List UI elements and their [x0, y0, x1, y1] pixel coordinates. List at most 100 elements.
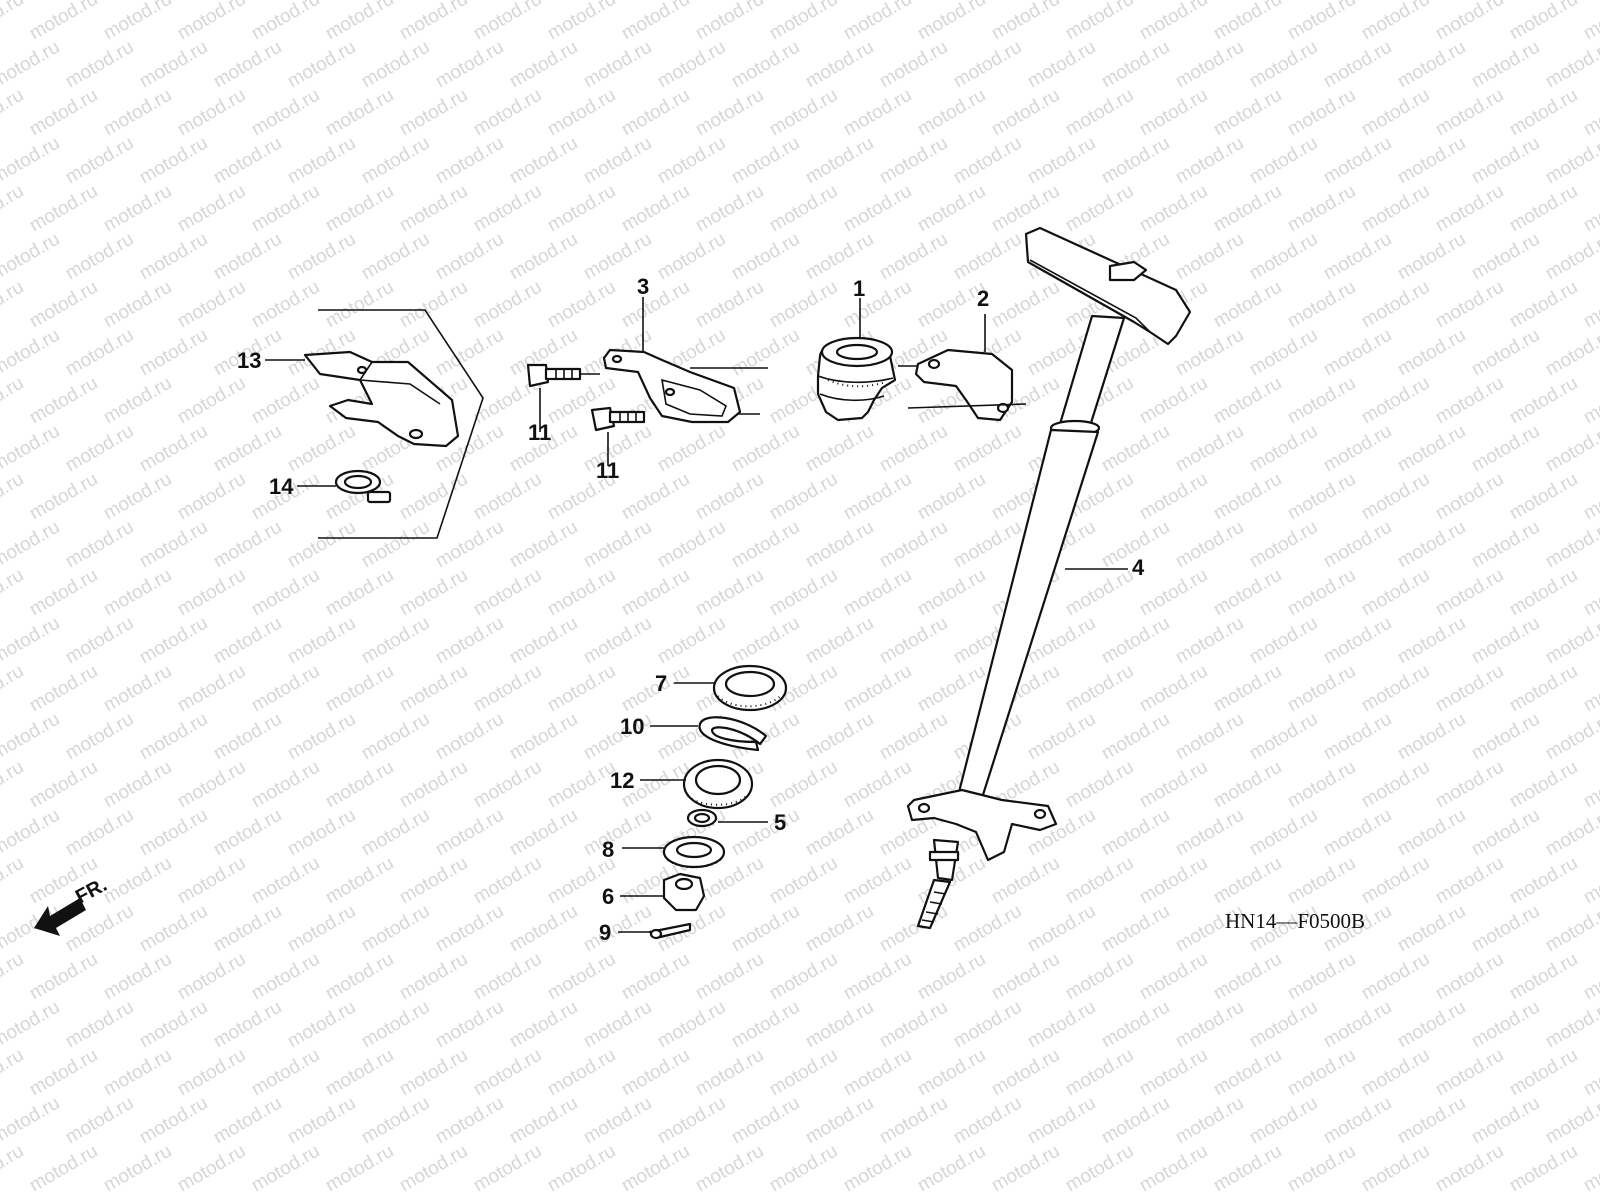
watermark-text: motod.ru [62, 1093, 137, 1149]
watermark-text: motod.ru [1098, 613, 1173, 669]
watermark-text: motod.ru [914, 469, 989, 525]
watermark-text: motod.ru [100, 0, 175, 44]
watermark-text: motod.ru [62, 421, 137, 477]
watermark-text: motod.ru [248, 373, 323, 429]
watermark-text: motod.ru [136, 709, 211, 765]
watermark-text: motod.ru [432, 229, 507, 285]
watermark-text: motod.ru [358, 1093, 433, 1149]
watermark-text: motod.ru [1098, 37, 1173, 93]
watermark-text: motod.ru [1024, 1093, 1099, 1149]
part-6-nut [662, 872, 706, 912]
watermark-text: motod.ru [728, 901, 803, 957]
watermark-text: motod.ru [1432, 373, 1507, 429]
watermark-text: motod.ru [1284, 277, 1359, 333]
watermark-text: motod.ru [174, 565, 249, 621]
watermark-text: motod.ru [654, 37, 729, 93]
watermark-text: motod.ru [692, 949, 767, 1005]
watermark-text: motod.ru [728, 421, 803, 477]
watermark-text: motod.ru [618, 277, 693, 333]
part-7-seal [712, 664, 788, 712]
watermark-text: motod.ru [0, 37, 63, 93]
watermark-text: motod.ru [1210, 661, 1285, 717]
watermark-text: motod.ru [1394, 229, 1469, 285]
watermark-text: motod.ru [210, 709, 285, 765]
watermark-text: motod.ru [654, 229, 729, 285]
watermark-text: motod.ru [544, 1141, 619, 1197]
watermark-text: motod.ru [1246, 805, 1321, 861]
watermark-text: motod.ru [914, 1141, 989, 1197]
watermark-text: motod.ru [1172, 517, 1247, 573]
watermark-text: motod.ru [284, 421, 359, 477]
watermark-text: motod.ru [766, 853, 841, 909]
part-4-steering-shaft [906, 226, 1192, 930]
watermark-text: motod.ru [1136, 181, 1211, 237]
watermark-text: motod.ru [766, 1045, 841, 1101]
watermark-text: motod.ru [248, 1141, 323, 1197]
part-12-bearing [682, 758, 754, 810]
watermark-text: motod.ru [1580, 949, 1600, 1005]
watermark-text: motod.ru [692, 1141, 767, 1197]
watermark-text: motod.ru [174, 277, 249, 333]
watermark-text: motod.ru [1542, 997, 1600, 1053]
watermark-text: motod.ru [1320, 997, 1395, 1053]
watermark-text: motod.ru [1284, 469, 1359, 525]
watermark-text: motod.ru [248, 0, 323, 44]
watermark-text: motod.ru [248, 565, 323, 621]
watermark-text: motod.ru [1062, 757, 1137, 813]
watermark-text: motod.ru [728, 325, 803, 381]
watermark-text: motod.ru [1358, 1141, 1433, 1197]
watermark-text: motod.ru [802, 229, 877, 285]
watermark-text: motod.ru [766, 85, 841, 141]
watermark-text: motod.ru [100, 757, 175, 813]
watermark-text: motod.ru [26, 469, 101, 525]
watermark-text: motod.ru [1098, 997, 1173, 1053]
watermark-text: motod.ru [1542, 1093, 1600, 1149]
watermark-text: motod.ru [506, 709, 581, 765]
watermark-text: motod.ru [1246, 613, 1321, 669]
watermark-text: motod.ru [174, 949, 249, 1005]
watermark-text: motod.ru [62, 709, 137, 765]
watermark-text: motod.ru [248, 1045, 323, 1101]
callout-9: 9 [599, 920, 611, 945]
watermark-text: motod.ru [1580, 757, 1600, 813]
watermark-text: motod.ru [1284, 1045, 1359, 1101]
diagram-code: HN14—F0500B [1225, 909, 1365, 933]
watermark-text: motod.ru [1062, 1141, 1137, 1197]
watermark-text: motod.ru [580, 805, 655, 861]
watermark-text: motod.ru [396, 1141, 471, 1197]
watermark-text: motod.ru [1358, 1045, 1433, 1101]
watermark-text: motod.ru [136, 997, 211, 1053]
watermark-text: motod.ru [1210, 949, 1285, 1005]
watermark-text: motod.ru [1432, 853, 1507, 909]
watermark-text: motod.ru [62, 229, 137, 285]
watermark-text: motod.ru [396, 853, 471, 909]
watermark-text: motod.ru [100, 469, 175, 525]
watermark-text: motod.ru [1468, 421, 1543, 477]
watermark-text: motod.ru [1542, 517, 1600, 573]
watermark-text: motod.ru [396, 757, 471, 813]
watermark-text: motod.ru [210, 37, 285, 93]
watermark-text: motod.ru [100, 1141, 175, 1197]
watermark-text: motod.ru [1024, 37, 1099, 93]
part-13-bracket [303, 350, 460, 448]
watermark-text: motod.ru [1358, 565, 1433, 621]
watermark-text: motod.ru [1580, 85, 1600, 141]
watermark-text: motod.ru [1284, 0, 1359, 44]
watermark-text: motod.ru [284, 805, 359, 861]
watermark-text: motod.ru [1394, 613, 1469, 669]
watermark-text: motod.ru [580, 37, 655, 93]
watermark-text: motod.ru [136, 325, 211, 381]
watermark-text: motod.ru [1432, 565, 1507, 621]
watermark-text: motod.ru [26, 85, 101, 141]
part-2-cover [914, 348, 1014, 422]
watermark-text: motod.ru [26, 949, 101, 1005]
watermark-text: motod.ru [322, 181, 397, 237]
watermark-text: motod.ru [1284, 757, 1359, 813]
watermark-text: motod.ru [988, 277, 1063, 333]
watermark-text: motod.ru [470, 949, 545, 1005]
watermark-text: motod.ru [1432, 181, 1507, 237]
watermark-text: motod.ru [136, 1093, 211, 1149]
watermark-text: motod.ru [1210, 373, 1285, 429]
watermark-text: motod.ru [358, 229, 433, 285]
watermark-text: motod.ru [322, 85, 397, 141]
